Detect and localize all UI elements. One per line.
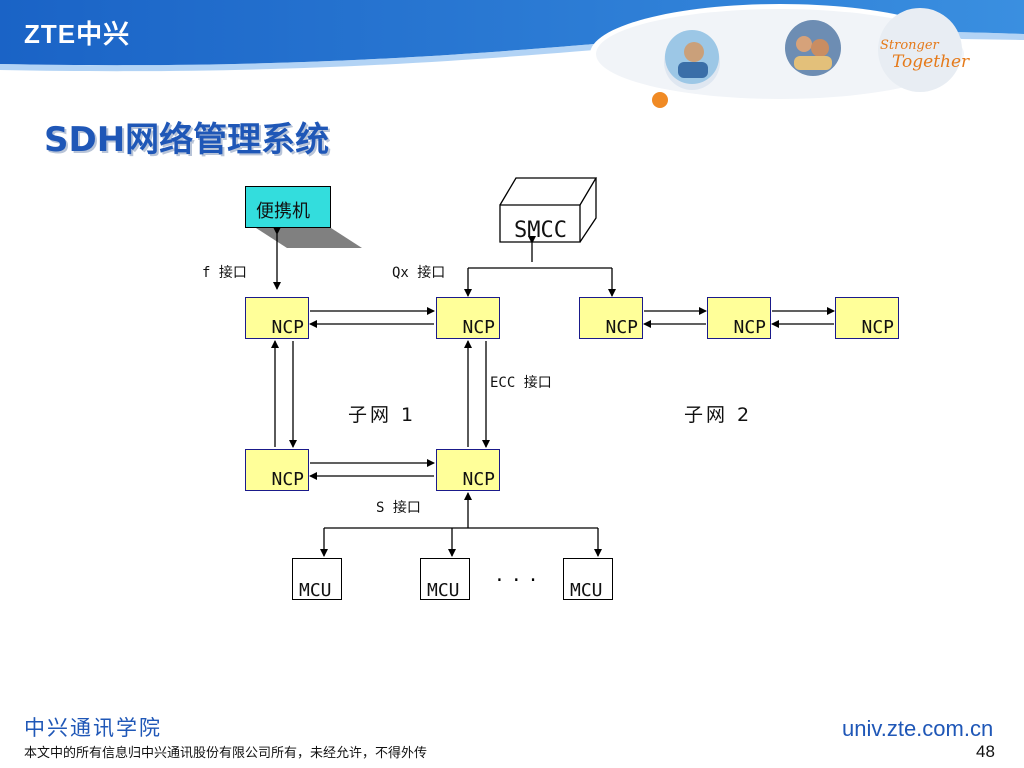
ncp-label: NCP <box>462 469 495 490</box>
f-interface-label: f 接口 <box>202 265 247 281</box>
portable-computer-label: 便携机 <box>256 201 310 222</box>
subnet-2-label: 子网 2 <box>684 404 753 426</box>
qx-interface-label: Qx 接口 <box>392 265 446 281</box>
mcu-label: MCU <box>299 580 332 601</box>
ncp-node: NCP <box>436 297 500 339</box>
mcu-node: MCU <box>420 558 470 601</box>
zte-logo: ZTE中兴 <box>24 19 131 49</box>
s-interface-label: S 接口 <box>376 500 421 516</box>
mcu-label: MCU <box>570 580 603 601</box>
header-photo-left <box>665 30 719 84</box>
portable-computer-node: 便携机 <box>245 186 331 228</box>
slogan-line-1: Stronger <box>880 38 939 53</box>
ncp-label: NCP <box>605 317 638 338</box>
ncp-label: NCP <box>861 317 894 338</box>
ncp-node: NCP <box>579 297 643 339</box>
mcu-node: MCU <box>292 558 342 601</box>
ncp-node: NCP <box>245 449 309 491</box>
mcu-node: MCU <box>563 558 613 601</box>
website-url[interactable]: univ.zte.com.cn <box>842 716 994 741</box>
ncp-node: NCP <box>245 297 309 339</box>
page-number: 48 <box>976 742 995 761</box>
copyright-notice: 本文中的所有信息归中兴通讯股份有限公司所有，未经允许，不得外传 <box>24 746 428 761</box>
ncp-label: NCP <box>271 469 304 490</box>
ncp-label: NCP <box>271 317 304 338</box>
ecc-interface-label: ECC 接口 <box>490 375 552 391</box>
smcc-label: SMCC <box>514 218 567 243</box>
ncp-label: NCP <box>462 317 495 338</box>
ncp-label: NCP <box>733 317 766 338</box>
ncp-node: NCP <box>707 297 771 339</box>
slogan-line-2: Together <box>892 52 970 72</box>
header-photo-right <box>785 20 841 76</box>
ncp-node: NCP <box>835 297 899 339</box>
mcu-label: MCU <box>427 580 460 601</box>
mcu-ellipsis: ··· <box>494 570 545 591</box>
academy-name: 中兴通讯学院 <box>24 716 162 740</box>
slide-title: SDH网络管理系统 <box>44 120 330 160</box>
subnet-1-label: 子网 1 <box>348 404 417 426</box>
ncp-node: NCP <box>436 449 500 491</box>
